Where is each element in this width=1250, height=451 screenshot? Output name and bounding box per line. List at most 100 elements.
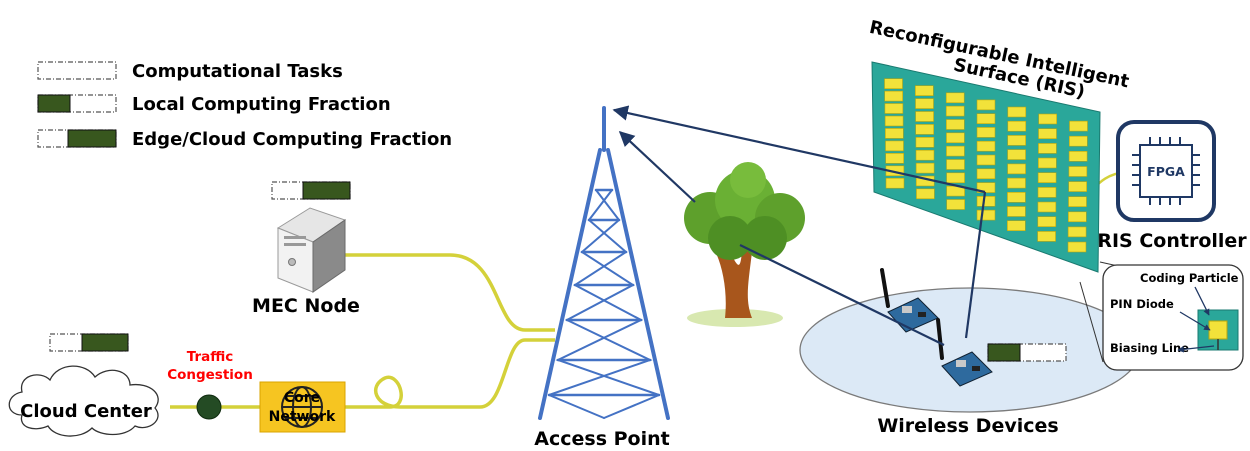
ris-element bbox=[976, 154, 996, 166]
ris-element bbox=[945, 119, 965, 130]
cloud-center-label: Cloud Center bbox=[20, 401, 152, 422]
legend-item-edge: Edge/Cloud Computing Fraction bbox=[37, 129, 452, 150]
ris-element bbox=[1068, 211, 1087, 223]
ris-element bbox=[1007, 120, 1027, 132]
ris-element bbox=[915, 98, 934, 109]
ris-controller-box bbox=[1116, 120, 1216, 222]
ris-element bbox=[946, 199, 966, 210]
mec-task-bar bbox=[271, 181, 351, 200]
ris-element bbox=[946, 132, 965, 144]
ris-to-ap-arrow bbox=[612, 105, 986, 194]
ris-element bbox=[915, 124, 935, 135]
coding-particle-label: Coding Particle bbox=[1140, 271, 1239, 285]
access-point-tower-icon bbox=[538, 106, 670, 420]
ris-controller: FPGA RIS Controller bbox=[1097, 120, 1247, 252]
ris-element bbox=[1038, 143, 1057, 154]
edge-fraction-fill bbox=[67, 129, 117, 148]
ris-element bbox=[946, 172, 965, 184]
ris-element bbox=[1006, 220, 1026, 231]
globe-icon bbox=[281, 386, 323, 428]
ris-element bbox=[1007, 163, 1026, 175]
ris-element bbox=[1007, 106, 1027, 118]
ris-element bbox=[915, 111, 934, 122]
access-point-label: Access Point bbox=[534, 428, 669, 450]
ris-element bbox=[1069, 135, 1088, 147]
ris-element bbox=[1007, 177, 1026, 189]
core-network: Core Network bbox=[259, 381, 346, 433]
cloud-center: Cloud Center bbox=[8, 333, 159, 437]
ris-element bbox=[885, 140, 904, 152]
ris-element bbox=[945, 105, 965, 117]
ris-element-grid bbox=[884, 78, 1088, 253]
ris-element bbox=[884, 78, 903, 89]
ris-element bbox=[1038, 113, 1057, 125]
biasing-line-arrow bbox=[1177, 345, 1215, 353]
device-to-tree-path bbox=[739, 244, 945, 346]
cloud-icon bbox=[8, 365, 159, 437]
ris-element bbox=[1037, 172, 1057, 183]
tree-to-ap-arrow bbox=[618, 130, 696, 203]
signal-paths bbox=[612, 105, 987, 346]
mec-fiber bbox=[335, 253, 555, 332]
ris-element bbox=[945, 92, 965, 104]
mec-node: MEC Node bbox=[252, 181, 360, 317]
ris-element bbox=[1069, 120, 1088, 132]
local-fraction-fill bbox=[37, 94, 71, 113]
ris-element bbox=[976, 140, 996, 152]
ris-controller-label: RIS Controller bbox=[1097, 230, 1247, 252]
ris-element bbox=[1007, 135, 1027, 146]
wireless-device-2-icon bbox=[936, 318, 993, 387]
congestion-label-line2: Congestion bbox=[167, 367, 253, 383]
ris-element bbox=[1068, 151, 1088, 162]
ris-element bbox=[1037, 201, 1057, 213]
ris-panel bbox=[871, 61, 1101, 273]
wireless-devices-label: Wireless Devices bbox=[877, 415, 1058, 437]
ris-element bbox=[884, 115, 904, 127]
ris-element bbox=[916, 188, 935, 200]
ris-element-detail: Coding Particle PIN Diode Biasing Line bbox=[1079, 261, 1244, 371]
ris-element bbox=[1037, 216, 1057, 227]
coding-particle-arrow bbox=[1194, 286, 1210, 316]
ris-element bbox=[976, 99, 996, 111]
ris-element bbox=[976, 127, 996, 138]
ris-element bbox=[1037, 231, 1056, 242]
ris-element bbox=[1068, 166, 1088, 177]
ris-element bbox=[884, 128, 904, 139]
congestion-node-icon bbox=[196, 394, 222, 420]
device-to-ris-path bbox=[964, 191, 987, 339]
legend-label: Computational Tasks bbox=[132, 61, 343, 82]
legend-label: Edge/Cloud Computing Fraction bbox=[132, 129, 452, 150]
congestion-label-line1: Traffic bbox=[187, 349, 234, 365]
ris-element bbox=[915, 137, 935, 148]
ris-element bbox=[976, 168, 996, 180]
ris-element bbox=[946, 159, 965, 170]
ris-element bbox=[884, 103, 904, 114]
traffic-congestion: Traffic Congestion bbox=[167, 349, 253, 420]
ris-element bbox=[976, 196, 996, 207]
core-fiber bbox=[345, 338, 555, 409]
core-network-label-line1: Core bbox=[284, 390, 320, 406]
ris-element bbox=[884, 90, 904, 102]
legend-label: Local Computing Fraction bbox=[132, 94, 391, 115]
ris-element bbox=[946, 145, 965, 157]
ris-element bbox=[1067, 241, 1087, 253]
ris-element bbox=[1037, 187, 1057, 198]
ris-element bbox=[1007, 192, 1026, 203]
pin-diode-arrow bbox=[1179, 311, 1211, 331]
task-bar-empty-icon bbox=[37, 61, 117, 80]
cloud-task-bar bbox=[49, 333, 129, 352]
ris-element bbox=[976, 113, 996, 124]
ris-element bbox=[1038, 157, 1057, 169]
fpga-label: FPGA bbox=[1147, 164, 1185, 179]
mec-node-label: MEC Node bbox=[252, 295, 360, 317]
device-task-bar bbox=[987, 343, 1067, 362]
ris-element bbox=[1068, 196, 1087, 207]
ris-element bbox=[914, 85, 934, 96]
tree-icon bbox=[684, 162, 805, 327]
pin-diode-patch bbox=[1208, 320, 1228, 340]
ris-element bbox=[1007, 149, 1026, 160]
server-icon bbox=[276, 207, 347, 293]
ris-element bbox=[1068, 181, 1087, 192]
